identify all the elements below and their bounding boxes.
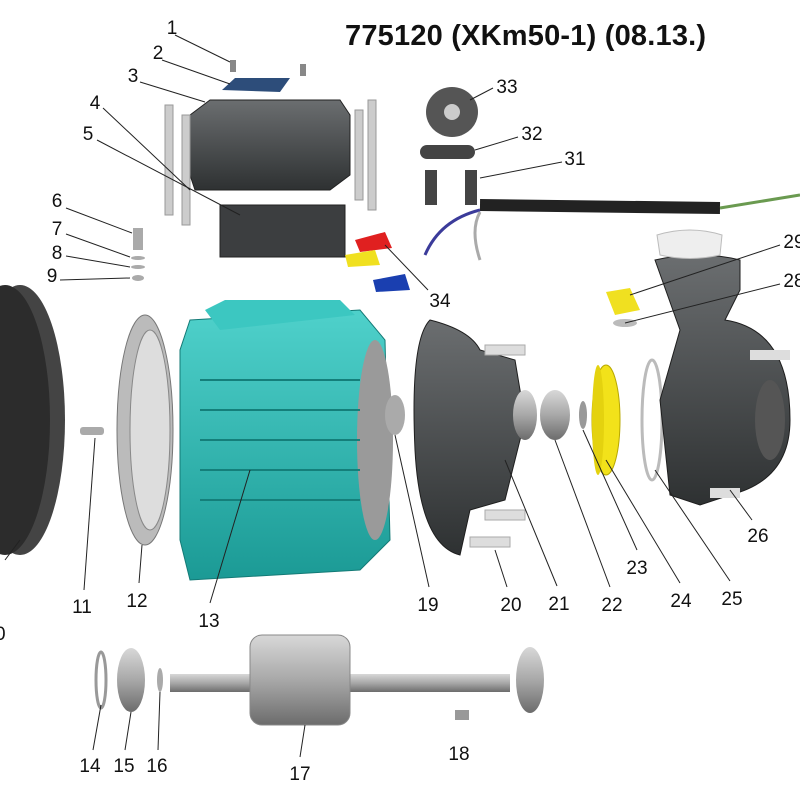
- label-33: 33: [496, 77, 517, 98]
- part-bearing-right: [516, 647, 544, 713]
- label-21: 21: [548, 594, 569, 615]
- label-34: 34: [429, 291, 451, 312]
- label-17: 17: [289, 764, 310, 785]
- label-6: 6: [52, 191, 63, 212]
- label-18: 18: [448, 744, 469, 765]
- label-9: 9: [47, 266, 58, 287]
- part-26-pump-body: [654, 254, 791, 506]
- label-25: 25: [721, 589, 742, 610]
- part-4-tie-rods: [164, 99, 377, 226]
- label-26: 26: [747, 526, 768, 547]
- label-12: 12: [126, 591, 147, 612]
- label-24: 24: [670, 591, 692, 612]
- label-4: 4: [90, 93, 101, 114]
- label-5: 5: [83, 124, 94, 145]
- label-16: 16: [146, 756, 167, 777]
- label-29: 29: [783, 232, 800, 253]
- label-19: 19: [417, 595, 438, 616]
- label-1: 1: [167, 18, 178, 39]
- part-15-bearing: [117, 648, 145, 712]
- part-17-rotor: [170, 634, 510, 726]
- part-labels: 1 2 3 4 5 6 7 8 9 10 11 12 13 14 15 16 1…: [0, 18, 800, 785]
- label-20: 20: [500, 595, 521, 616]
- label-32: 32: [521, 124, 542, 145]
- label-14: 14: [79, 756, 101, 777]
- part-3-terminal-box: [189, 99, 351, 191]
- part-20-bolts: [469, 344, 526, 548]
- part-13-motor-housing: [179, 300, 393, 581]
- part-32-clamp: [420, 145, 475, 159]
- part-19-pump-bracket: [385, 319, 526, 556]
- label-13: 13: [198, 611, 219, 632]
- part-29-plug: [656, 229, 723, 259]
- diagram-title: 775120 (XKm50-1) (08.13.): [345, 20, 707, 52]
- label-10: 10: [0, 624, 6, 645]
- label-15: 15: [113, 756, 134, 777]
- label-11: 11: [72, 597, 92, 618]
- label-3: 3: [128, 66, 139, 87]
- leader-lines: [4, 34, 781, 758]
- part-34-wire-connectors: [345, 232, 410, 292]
- part-21-22-seal: [513, 390, 587, 440]
- label-22: 22: [601, 595, 622, 616]
- part-14-circlip: [94, 650, 108, 710]
- label-8: 8: [52, 243, 63, 264]
- part-12-fan: [116, 314, 174, 546]
- part-25-o-ring: [640, 358, 664, 482]
- part-31-cable: [423, 170, 800, 261]
- part-6-9-ground-screw: [131, 228, 145, 281]
- part-18-key: [455, 710, 469, 720]
- label-2: 2: [153, 43, 164, 64]
- label-23: 23: [626, 558, 647, 579]
- label-7: 7: [52, 219, 63, 240]
- part-24-impeller: [591, 364, 621, 476]
- part-5-capacitor: [219, 204, 346, 258]
- part-29-yellow-plug: [606, 288, 640, 315]
- label-31: 31: [564, 149, 585, 170]
- part-10-fan-cover: [0, 285, 65, 555]
- part-11-screw: [80, 427, 104, 435]
- label-28: 28: [783, 271, 800, 292]
- part-1-screws: [230, 60, 306, 76]
- part-2-label-plate: [222, 78, 290, 92]
- part-16-washer: [157, 668, 163, 692]
